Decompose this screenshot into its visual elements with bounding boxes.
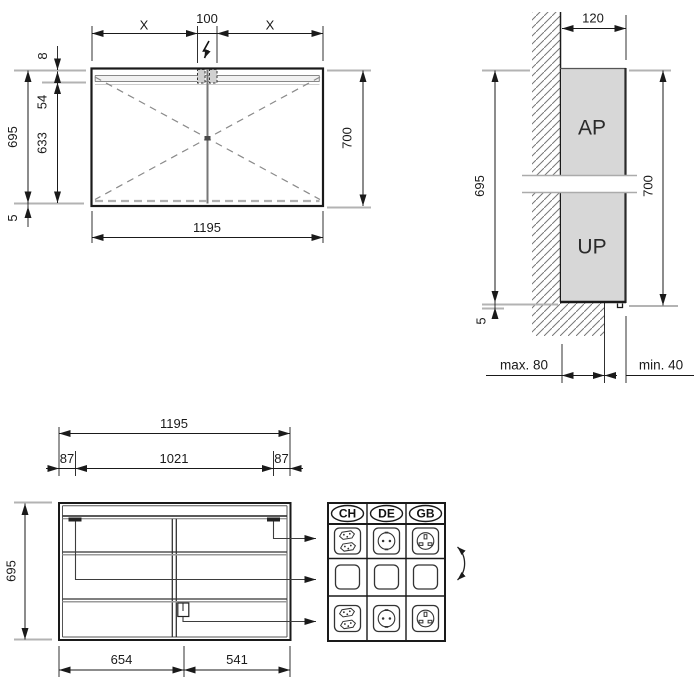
dim-1195-front: 1195: [193, 220, 221, 235]
dim-100: 100: [196, 11, 218, 26]
bottom-lip: [616, 303, 624, 309]
blank-plate-icon: [334, 564, 361, 590]
leader-row1: [272, 521, 316, 542]
dim-700-side: 700: [641, 175, 656, 197]
dim-x-right: X: [266, 18, 275, 33]
side-view-diagram: AP UP 120 695 5 700 max. 80 min. 40: [472, 11, 694, 383]
dim-54: 54: [35, 95, 50, 109]
gb-type-g-socket-icon: [413, 528, 439, 554]
dim-87-right: 87: [274, 451, 288, 466]
dim-120: 120: [582, 11, 604, 26]
leader-row2: [74, 521, 316, 583]
dim-x-left: X: [140, 18, 149, 33]
blank-plate-icon: [412, 564, 439, 590]
dim-541: 541: [226, 652, 248, 667]
col-header-ch: CH: [339, 507, 356, 521]
dim-max-80: max. 80: [500, 358, 548, 373]
right-socket-mark: [267, 517, 280, 522]
de-badge: [369, 504, 404, 523]
blank-plate-icon: [373, 564, 400, 590]
interior-view-diagram: 1195 87 1021 87 695 654 541: [4, 416, 316, 677]
col-header-de: DE: [378, 507, 395, 521]
ch-type-j-double-socket-icon: [335, 528, 361, 554]
dim-633: 633: [35, 132, 50, 154]
de-schuko-socket-icon: [374, 606, 400, 632]
dim-700-front: 700: [340, 127, 355, 149]
de-schuko-socket-icon: [374, 528, 400, 554]
ch-badge: [330, 504, 365, 523]
dim-695-front: 695: [5, 126, 20, 148]
wall-hatch-lower: [532, 193, 605, 336]
center-mark: [204, 136, 211, 141]
gb-type-g-socket-icon: [413, 606, 439, 632]
dim-8: 8: [35, 52, 50, 59]
col-header-gb: GB: [417, 507, 435, 521]
wall-hatch-upper: [532, 12, 560, 175]
dim-1021: 1021: [160, 451, 189, 466]
interior-cabinet-outline: [58, 502, 292, 641]
socket-table: CH DE GB: [327, 502, 466, 642]
label-up: UP: [577, 236, 606, 259]
dim-1195-interior: 1195: [160, 416, 188, 431]
lightning-bolt-icon: [202, 40, 211, 59]
dim-5-side: 5: [474, 317, 489, 324]
mains-connection-zone: [197, 69, 218, 84]
gb-badge: [408, 504, 443, 523]
dim-654: 654: [111, 652, 133, 667]
rotation-arrows-icon: [457, 546, 466, 581]
dim-695-side: 695: [472, 175, 487, 197]
cabinet-side-upper: [561, 68, 626, 175]
dim-min-40: min. 40: [639, 358, 683, 373]
dim-5-front: 5: [5, 214, 20, 221]
dim-87-left: 87: [60, 451, 74, 466]
dim-695-interior: 695: [4, 560, 19, 582]
left-socket-mark: [68, 517, 82, 522]
front-view-diagram: X 100 X 8 54 633 695 5 700 1195: [5, 11, 371, 243]
cabinet-side-lower: [561, 193, 626, 302]
ch-type-j-double-socket-icon: [335, 606, 361, 632]
leader-row3: [182, 617, 316, 625]
label-ap: AP: [578, 117, 606, 140]
